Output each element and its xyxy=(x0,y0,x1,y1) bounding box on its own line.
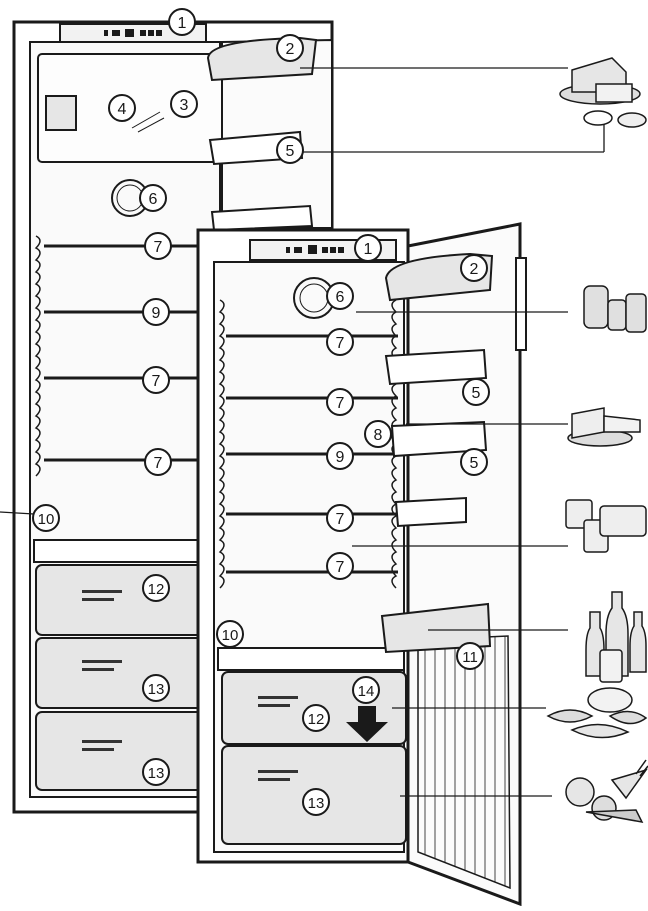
right-door-bin-5a xyxy=(384,348,488,386)
callout-number: 1 xyxy=(364,241,373,258)
callout-number: 9 xyxy=(152,305,161,322)
right-door-bin-egg xyxy=(394,496,467,528)
cake-slices-icon xyxy=(567,407,641,447)
callout: 7 xyxy=(326,388,354,416)
callout-number: 7 xyxy=(336,335,345,352)
callout-number: 5 xyxy=(470,455,479,472)
callout: 11 xyxy=(456,642,484,670)
callout-number: 14 xyxy=(358,683,375,700)
callout: 9 xyxy=(142,298,170,326)
callout-number: 1 xyxy=(178,15,187,32)
callout: 7 xyxy=(144,232,172,260)
callout: 7 xyxy=(142,366,170,394)
callout-number: 6 xyxy=(149,191,158,208)
callout: 7 xyxy=(326,552,354,580)
right-control-buttons xyxy=(286,245,344,254)
arrow-14-icon xyxy=(346,706,388,742)
callout-number: 8 xyxy=(374,427,383,444)
right-shelves xyxy=(226,334,398,574)
right-door-hinge xyxy=(515,257,527,351)
left-crisper-13a xyxy=(35,637,223,709)
callout-number: 7 xyxy=(336,559,345,576)
callout: 6 xyxy=(326,282,354,310)
callout: 1 xyxy=(168,8,196,36)
callout-number: 13 xyxy=(148,681,165,698)
left-control-buttons xyxy=(104,29,162,37)
callout-number: 12 xyxy=(308,711,325,728)
yogurt-containers-icon xyxy=(565,499,647,553)
callouts-left: 1 2 3 4 5 6 7 9 7 7 10 12 13 13 xyxy=(32,8,304,786)
callout: 10 xyxy=(32,504,60,532)
callout: 12 xyxy=(142,574,170,602)
callout: 13 xyxy=(142,674,170,702)
cheese-butter-eggs-icon xyxy=(559,57,647,128)
callout: 8 xyxy=(364,420,392,448)
callout-number: 2 xyxy=(470,261,479,278)
callout: 7 xyxy=(326,328,354,356)
callout-number: 2 xyxy=(286,41,295,58)
callout: 1 xyxy=(354,234,382,262)
left-shelf-rails xyxy=(34,235,41,477)
bottles-jars-icon xyxy=(585,591,647,683)
left-crisper-13b xyxy=(35,711,223,791)
callout-number: 6 xyxy=(336,289,345,306)
callout: 7 xyxy=(326,504,354,532)
callouts-right: 1 2 6 7 5 7 8 9 5 7 7 10 11 14 12 13 xyxy=(216,234,490,816)
vegetables-icon xyxy=(565,759,648,824)
left-door-bin-lower xyxy=(210,204,314,232)
left-divider xyxy=(33,539,221,563)
right-door-bin-5b xyxy=(390,420,488,458)
left-shelves xyxy=(44,244,200,462)
callout: 12 xyxy=(302,704,330,732)
callout-number: 13 xyxy=(148,765,165,782)
callout: 13 xyxy=(302,788,330,816)
right-drawer-controls xyxy=(258,696,298,781)
callout: 2 xyxy=(460,254,488,282)
right-divider xyxy=(217,647,405,671)
callout: 5 xyxy=(460,448,488,476)
right-door-bin-11 xyxy=(380,602,492,654)
callout-number: 13 xyxy=(308,795,325,812)
right-fridge xyxy=(196,222,527,907)
callout: 5 xyxy=(462,378,490,406)
callout-number: 7 xyxy=(154,239,163,256)
left-crisper-12 xyxy=(35,564,223,636)
right-door-gasket xyxy=(417,635,511,890)
left-drawer-controls xyxy=(82,590,122,751)
callout: 3 xyxy=(170,90,198,118)
callout-number: 7 xyxy=(154,455,163,472)
callout: 14 xyxy=(352,676,380,704)
callout-number: 7 xyxy=(336,511,345,528)
callout-number: 9 xyxy=(336,449,345,466)
callout: 5 xyxy=(276,136,304,164)
callout: 13 xyxy=(142,758,170,786)
left-freezer-latch xyxy=(45,95,77,131)
callout: 7 xyxy=(144,448,172,476)
callout: 6 xyxy=(139,184,167,212)
callout-number: 10 xyxy=(222,627,239,644)
callout-number: 11 xyxy=(462,649,478,666)
callout: 10 xyxy=(216,620,244,648)
callout-number: 3 xyxy=(180,97,189,114)
leader-lines xyxy=(0,67,605,797)
callout-number: 10 xyxy=(38,511,55,528)
callout: 4 xyxy=(108,94,136,122)
callout: 2 xyxy=(276,34,304,62)
meat-fish-icon xyxy=(546,687,648,739)
callout-number: 7 xyxy=(336,395,345,412)
callout-number: 12 xyxy=(148,581,165,598)
callout-number: 5 xyxy=(472,385,481,402)
callout-number: 7 xyxy=(152,373,161,390)
canned-goods-icon xyxy=(583,285,647,333)
callout-number: 5 xyxy=(286,143,295,160)
callout: 9 xyxy=(326,442,354,470)
callout-number: 4 xyxy=(118,101,127,118)
